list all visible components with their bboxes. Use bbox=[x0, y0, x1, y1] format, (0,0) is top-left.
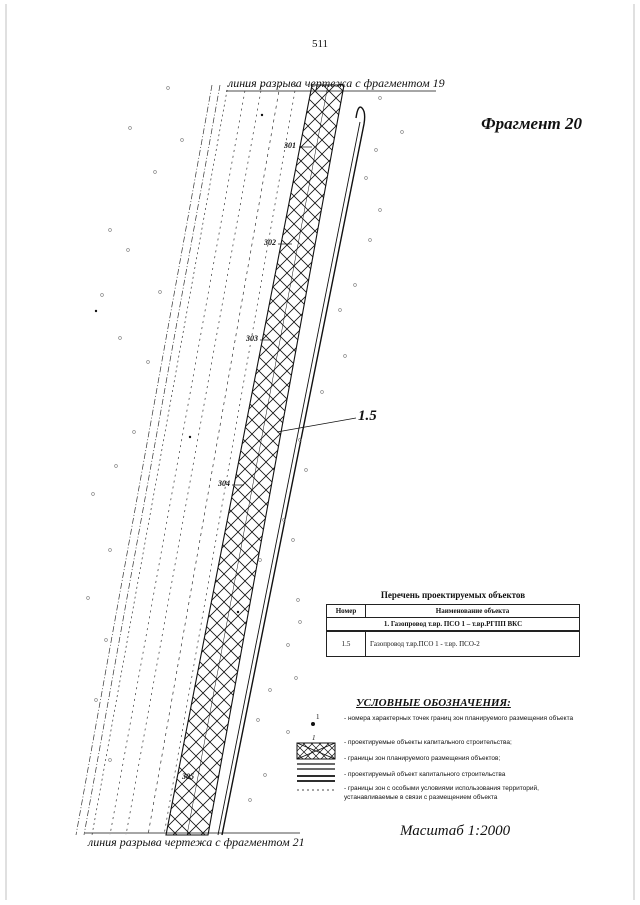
point-label-302: 302 bbox=[264, 238, 276, 247]
legend-symbols bbox=[296, 722, 336, 791]
objects-table: Номер Наименование объекта 1. Газопровод… bbox=[326, 604, 580, 657]
legend-item-objects: - проектируемые объекты капитального стр… bbox=[344, 739, 512, 746]
point-label-301: 301 bbox=[284, 141, 296, 150]
table-header-name: Наименование объекта bbox=[365, 604, 580, 618]
legend-item-zone-boundaries: - границы зон планируемого размещения об… bbox=[344, 755, 501, 762]
point-label-304: 304 bbox=[218, 479, 230, 488]
legend-object-number: 1 bbox=[312, 734, 316, 742]
survey-dots bbox=[94, 113, 264, 614]
legend-title: УСЛОВНЫЕ ОБОЗНАЧЕНИЯ: bbox=[356, 697, 511, 709]
legend-item-points: - номера характерных точек границ зон пл… bbox=[344, 715, 574, 722]
table-group-row: 1. Газопровод т.вр. ПСО 1 – т.вр.РГПП ВК… bbox=[326, 617, 580, 632]
table-group-title: 1. Газопровод т.вр. ПСО 1 – т.вр.РГПП ВК… bbox=[326, 617, 580, 632]
survey-marks bbox=[86, 86, 404, 802]
point-label-303: 303 bbox=[246, 334, 258, 343]
objects-table-title: Перечень проектируемых объектов bbox=[380, 590, 526, 600]
planned-placement-zone bbox=[165, 84, 345, 836]
pipeline-1-5 bbox=[217, 106, 366, 836]
object-label-leader bbox=[276, 417, 357, 433]
object-label-1-5: 1.5 bbox=[358, 408, 377, 424]
legend-item-object: - проектируемый объект капитального стро… bbox=[344, 771, 506, 778]
legend-point-number: 1 bbox=[316, 713, 320, 721]
point-leaders bbox=[183, 146, 312, 781]
legend-point-symbol bbox=[311, 722, 315, 726]
point-label-305: 305 bbox=[182, 772, 194, 781]
scale-label: Масштаб 1:2000 bbox=[400, 823, 511, 839]
page-number: 511 bbox=[311, 38, 329, 50]
table-header-number: Номер bbox=[326, 604, 366, 618]
special-zone-boundaries bbox=[75, 84, 297, 836]
table-row: 1.5 Газопровод т.вр.ПСО 1 - т.вр. ПСО-2 bbox=[326, 630, 580, 657]
legend-item-special-zones: - границы зон с особыми условиями исполь… bbox=[344, 785, 539, 801]
table-cell-number: 1.5 bbox=[326, 630, 366, 657]
break-line-top-label: линия разрыва чертежа с фрагментом 19 bbox=[228, 76, 445, 90]
fragment-title: Фрагмент 20 bbox=[481, 114, 582, 133]
table-header-row: Номер Наименование объекта bbox=[326, 604, 580, 618]
table-cell-name: Газопровод т.вр.ПСО 1 - т.вр. ПСО-2 bbox=[365, 630, 580, 657]
zone-centerline bbox=[186, 84, 329, 836]
break-line-bottom-label: линия разрыва чертежа с фрагментом 21 bbox=[88, 835, 305, 849]
